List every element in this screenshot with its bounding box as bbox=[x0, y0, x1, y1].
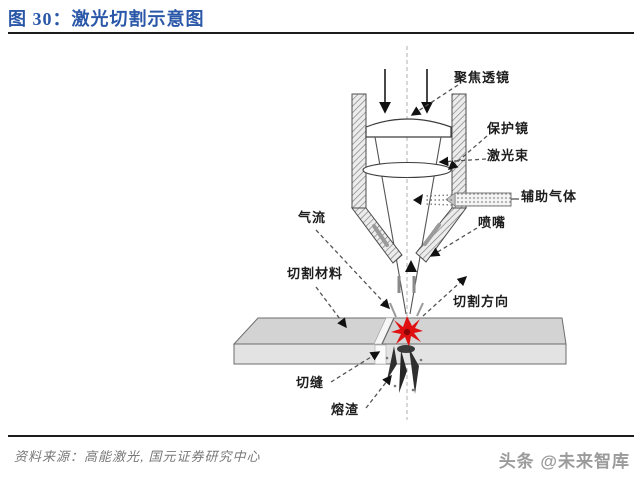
label-gas-flow: 气流 bbox=[298, 210, 327, 225]
pointer-cutting-direction bbox=[422, 276, 468, 317]
slag-spike-1 bbox=[387, 346, 397, 380]
slag-spike-2 bbox=[399, 350, 407, 393]
head-wall-left bbox=[351, 93, 367, 209]
label-protective-lens: 保护镜 bbox=[487, 121, 530, 136]
label-cutting-direction: 切割方向 bbox=[453, 294, 510, 309]
slag-spike-3 bbox=[409, 348, 419, 394]
assist-gas-spray-1 bbox=[424, 194, 453, 197]
nozzle-cone-right bbox=[415, 207, 467, 263]
label-assist-gas: 辅助气体 bbox=[521, 189, 578, 204]
label-cutting-material: 切割材料 bbox=[287, 266, 344, 281]
pointer-laser-beam bbox=[438, 156, 487, 167]
focusing-lens-shape bbox=[365, 118, 452, 138]
slag-speck-3 bbox=[393, 384, 397, 388]
plate-front-face bbox=[233, 343, 567, 365]
label-kerf: 切缝 bbox=[296, 375, 325, 390]
slag-blob bbox=[397, 345, 415, 353]
pointer-protective-lens bbox=[447, 135, 488, 170]
cutting-spark-core bbox=[403, 328, 411, 336]
watermark-text: 头条 @未来智库 bbox=[498, 452, 630, 471]
footer-rule bbox=[8, 435, 634, 437]
slag-speck-1 bbox=[385, 356, 389, 360]
gas-flow-mark-right bbox=[423, 223, 441, 246]
pointer-focusing-lens bbox=[410, 84, 459, 116]
label-laser-beam: 激光束 bbox=[487, 148, 530, 163]
label-nozzle: 喷嘴 bbox=[478, 215, 507, 230]
title-rule bbox=[8, 32, 634, 34]
spatter-mark-right bbox=[416, 302, 424, 317]
pointer-gas-flow bbox=[315, 229, 390, 310]
assist-gas-spray-3 bbox=[425, 203, 453, 206]
assist-gas-arrowhead bbox=[413, 194, 423, 205]
figure-title: 图 30：激光切割示意图 bbox=[8, 9, 205, 29]
kerf-edge bbox=[381, 317, 395, 345]
slag-speck-2 bbox=[419, 358, 423, 362]
nozzle-cone-left bbox=[351, 207, 403, 264]
kerf-front-notch bbox=[374, 344, 387, 365]
pointer-kerf bbox=[330, 351, 381, 383]
source-note: 资料来源：高能激光, 国元证券研究中心 bbox=[14, 449, 261, 464]
pointer-cutting-material bbox=[315, 286, 347, 329]
head-wall-right bbox=[451, 93, 467, 209]
label-focusing-lens: 聚焦透镜 bbox=[454, 70, 511, 85]
gas-flow-mark-left bbox=[372, 224, 389, 247]
label-slag: 熔渣 bbox=[331, 402, 360, 417]
protective-lens-shape bbox=[362, 161, 452, 179]
spatter-mark-left bbox=[389, 302, 397, 318]
centerline-up-arrowhead bbox=[405, 260, 417, 272]
assist-gas-tube bbox=[454, 192, 512, 207]
pointer-slag bbox=[365, 374, 392, 409]
slag-speck-4 bbox=[411, 388, 415, 392]
pointer-nozzle bbox=[429, 227, 478, 257]
